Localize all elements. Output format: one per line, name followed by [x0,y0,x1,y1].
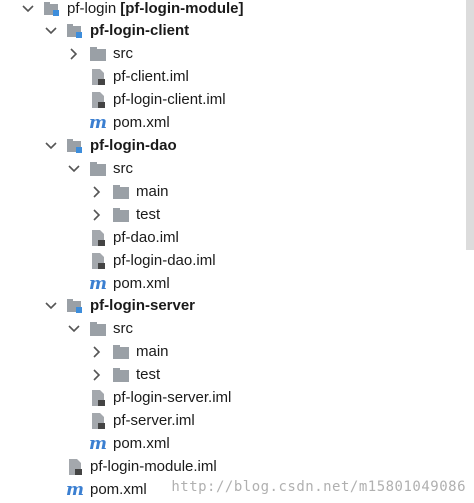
chevron-down-icon[interactable] [45,140,57,152]
iml-file-icon [89,68,107,86]
tree-node-root[interactable]: pf-login [pf-login-module] [22,0,244,20]
module-folder-icon [43,0,61,18]
client-src-label: src [113,45,133,62]
file-label: pf-login-client.iml [113,91,226,108]
iml-file-icon [89,252,107,270]
dao-main-label: main [136,183,169,200]
file-label: pom.xml [113,114,170,131]
tree-node-server-src[interactable]: src [68,317,133,340]
iml-file-icon [89,412,107,430]
project-tree: pf-login [pf-login-module] pf-login-clie… [22,0,244,501]
folder-icon [112,366,130,384]
chevron-right-icon[interactable] [91,208,103,221]
file-label: pf-server.iml [113,412,195,429]
iml-file-icon [89,389,107,407]
chevron-right-icon[interactable] [68,47,80,60]
tree-node-server[interactable]: pf-login-server [45,294,195,317]
tree-node-dao-main[interactable]: main [91,180,169,203]
tree-file-client-pom[interactable]: m pom.xml [89,111,170,134]
server-main-label: main [136,343,169,360]
server-test-label: test [136,366,161,383]
tree-node-client-src[interactable]: src [68,42,133,65]
server-name: pf-login-server [90,297,196,314]
tree-file-server-pom[interactable]: m pom.xml [89,432,170,455]
tree-node-server-main[interactable]: main [91,340,169,363]
iml-file-icon [66,458,84,476]
chevron-down-icon[interactable] [68,163,80,175]
iml-file-icon [89,229,107,247]
tree-node-dao-src[interactable]: src [68,157,133,180]
tree-file-dao-1[interactable]: pf-dao.iml [89,226,179,249]
tree-file-root-pom[interactable]: m pom.xml [66,478,147,501]
chevron-down-icon[interactable] [68,323,80,335]
module-folder-icon [66,137,84,155]
module-folder-icon [66,297,84,315]
tree-file-server-1[interactable]: pf-login-server.iml [89,386,231,409]
chevron-down-icon[interactable] [22,3,34,15]
folder-icon [89,320,107,338]
tree-node-dao-test[interactable]: test [91,203,160,226]
server-src-label: src [113,320,133,337]
vertical-scrollbar[interactable] [466,0,474,250]
file-label: pom.xml [90,481,147,498]
file-label: pf-login-module.iml [90,458,217,475]
dao-src-label: src [113,160,133,177]
chevron-right-icon[interactable] [91,368,103,381]
tree-node-server-test[interactable]: test [91,363,160,386]
dao-test-label: test [136,206,161,223]
tree-node-dao[interactable]: pf-login-dao [45,134,177,157]
maven-icon: m [66,479,84,500]
folder-icon [89,45,107,63]
chevron-right-icon[interactable] [91,345,103,358]
tree-file-client-1[interactable]: pf-client.iml [89,65,189,88]
watermark: http://blog.csdn.net/m15801049086 [171,479,466,495]
tree-node-client[interactable]: pf-login-client [45,19,189,42]
file-label: pom.xml [113,435,170,452]
file-label: pf-client.iml [113,68,189,85]
file-label: pom.xml [113,275,170,292]
chevron-down-icon[interactable] [45,300,57,312]
tree-file-root-iml[interactable]: pf-login-module.iml [66,455,217,478]
iml-file-icon [89,91,107,109]
module-folder-icon [66,22,84,40]
tree-file-server-2[interactable]: pf-server.iml [89,409,195,432]
chevron-right-icon[interactable] [91,185,103,198]
tree-file-client-2[interactable]: pf-login-client.iml [89,88,226,111]
folder-icon [112,206,130,224]
root-module-tag: [pf-login-module] [120,0,244,17]
maven-icon: m [89,273,107,294]
folder-icon [89,160,107,178]
maven-icon: m [89,433,107,454]
chevron-down-icon[interactable] [45,25,57,37]
client-name: pf-login-client [90,22,190,39]
root-name: pf-login [67,0,117,17]
file-label: pf-login-server.iml [113,389,232,406]
folder-icon [112,343,130,361]
dao-name: pf-login-dao [90,137,177,154]
tree-file-dao-2[interactable]: pf-login-dao.iml [89,249,216,272]
file-label: pf-dao.iml [113,229,179,246]
file-label: pf-login-dao.iml [113,252,216,269]
folder-icon [112,183,130,201]
maven-icon: m [89,112,107,133]
tree-file-dao-pom[interactable]: m pom.xml [89,272,170,295]
